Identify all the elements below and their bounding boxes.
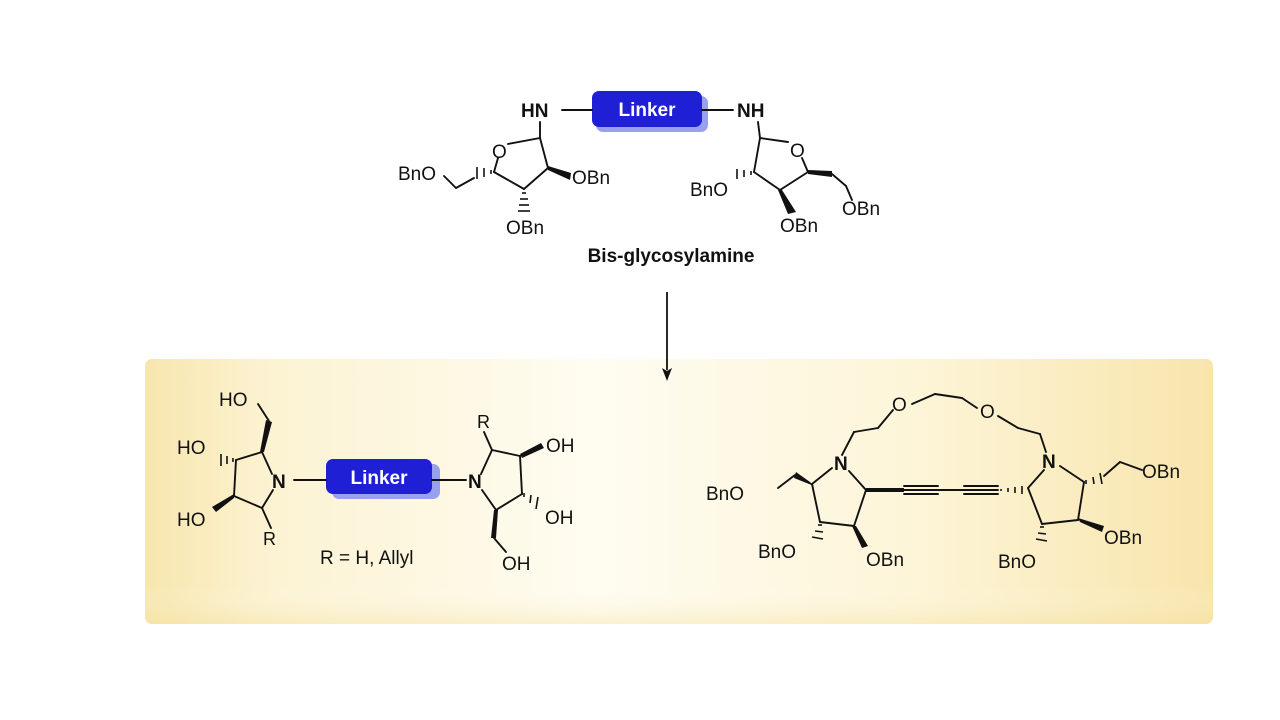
- right-furanose: O OBn BnO OBn: [690, 121, 880, 237]
- left-ho-1: HO: [177, 438, 206, 459]
- right-oh-2: OH: [545, 508, 574, 529]
- linker-box-top: Linker: [592, 91, 708, 132]
- linker-label-top: Linker: [618, 100, 676, 121]
- right-oh-1: OH: [546, 436, 575, 457]
- right-ch2oh: OH: [502, 554, 531, 575]
- left-nh-label: HN: [521, 101, 548, 122]
- right-c5-obn: OBn: [842, 199, 880, 220]
- left-ho-2: HO: [177, 510, 206, 531]
- macro-bno-2: BnO: [758, 542, 796, 563]
- left-c2-obn: OBn: [572, 168, 610, 189]
- right-r-label: R: [477, 412, 490, 432]
- left-ch2oh: HO: [219, 390, 248, 411]
- left-furanose: O BnO OBn OBn: [398, 121, 610, 239]
- right-c2-obn: OBn: [780, 216, 818, 237]
- bis-glycosylamine: Linker HN NH O BnO: [398, 91, 880, 267]
- r-definition: R = H, Allyl: [320, 548, 413, 569]
- right-ring-oxygen: O: [790, 141, 805, 162]
- left-ring-oxygen: O: [492, 142, 507, 163]
- macro-obn-3: OBn: [1104, 528, 1142, 549]
- macro-obn-1: OBn: [866, 550, 904, 571]
- ether-oxygen-2: O: [980, 402, 995, 423]
- right-c3-obn: BnO: [690, 180, 728, 201]
- compound-name: Bis-glycosylamine: [588, 246, 755, 267]
- macro-left-n: N: [834, 454, 848, 475]
- linker-label-product: Linker: [350, 468, 408, 489]
- macro-right-n: N: [1042, 452, 1056, 473]
- right-n-label-left-product: N: [468, 472, 482, 493]
- macro-bno-1: BnO: [706, 484, 744, 505]
- left-product: Linker N HO HO HO R R = H, Allyl N: [177, 390, 575, 575]
- macro-bno-3: BnO: [998, 552, 1036, 573]
- right-nh-label: NH: [737, 101, 764, 122]
- macro-obn-2: OBn: [1142, 462, 1180, 483]
- ether-oxygen-1: O: [892, 395, 907, 416]
- right-product: O O N BnO BnO OBn: [706, 393, 1180, 573]
- left-n-label: N: [272, 472, 286, 493]
- reaction-arrow: [662, 292, 672, 381]
- left-r-label: R: [263, 529, 276, 549]
- left-c5-obn: BnO: [398, 164, 436, 185]
- left-c3-obn: OBn: [506, 218, 544, 239]
- linker-box-product: Linker: [326, 459, 440, 499]
